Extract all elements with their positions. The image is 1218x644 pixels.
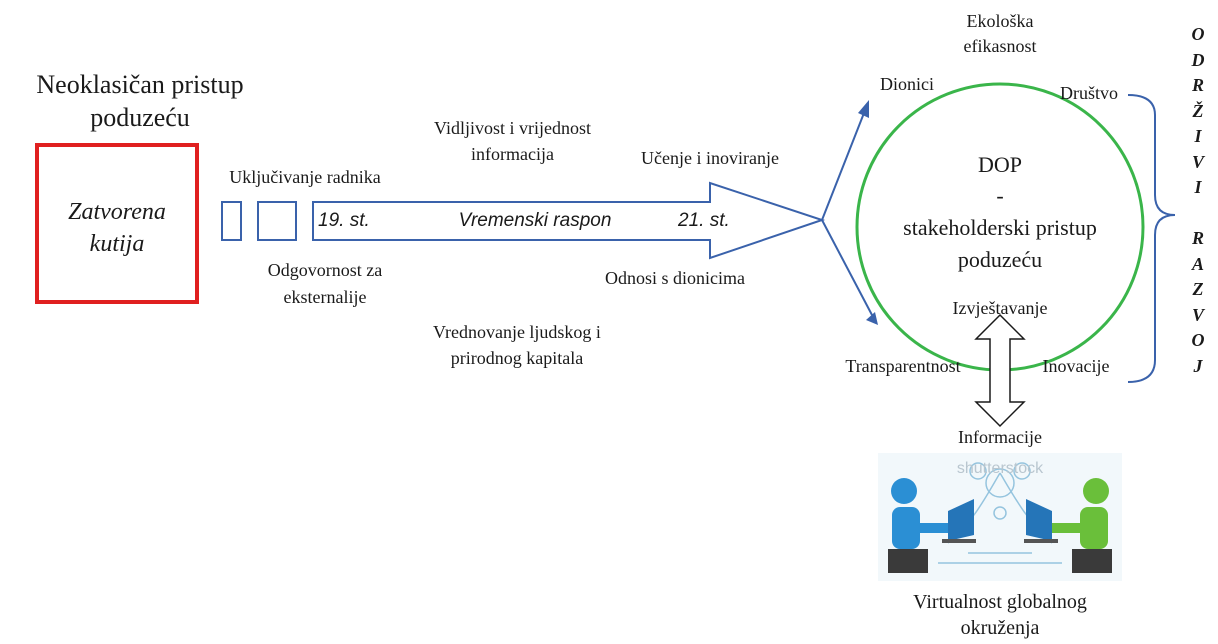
label-ekoloska-line2: efikasnost <box>963 36 1037 56</box>
vertical-letter: J <box>1193 355 1203 376</box>
vertical-letter: O <box>1191 24 1205 44</box>
circle-line4: poduzeću <box>957 247 1043 272</box>
arrow-end-label: 21. st. <box>678 210 730 231</box>
curly-brace <box>1127 94 1176 383</box>
arrow-head-down <box>866 312 878 325</box>
arrow-start-label: 19. st. <box>318 210 370 231</box>
label-informacije: Informacije <box>958 427 1042 447</box>
vertical-letter: R <box>1191 75 1204 95</box>
label-izvjestavanje: Izvještavanje <box>952 298 1048 318</box>
left-title-line1: Neoklasičan pristup <box>36 70 244 99</box>
vertical-letter <box>1183 201 1213 227</box>
branch-arrow-down <box>821 219 873 316</box>
vertical-letter: Ž <box>1192 100 1204 121</box>
circle-line1: DOP <box>977 152 1022 177</box>
timeline-arrow <box>312 181 826 260</box>
vertical-odrzivi-razvoj: O D R Ž I V I R A Z V O J <box>1183 22 1213 379</box>
people-with-computers-icon: shutterstock <box>878 453 1122 581</box>
label-vrednovanje-line1: Vrednovanje ljudskog i <box>433 322 601 342</box>
branch-arrow-up <box>821 112 865 221</box>
label-ukljucivanje: Uključivanje radnika <box>229 167 381 187</box>
vertical-letter: D <box>1191 49 1205 70</box>
label-odgovornost-line1: Odgovornost za <box>267 260 383 280</box>
vertical-letter: O <box>1191 330 1205 350</box>
label-vidljivost-line1: Vidljivost i vrijednost <box>434 118 591 138</box>
vertical-letter: I <box>1194 126 1202 146</box>
double-headed-arrow-icon <box>974 313 1026 428</box>
label-vidljivost-line2: informacija <box>471 144 554 164</box>
label-ekoloska-line1: Ekološka <box>966 11 1034 31</box>
label-virtual-line1: Virtualnost globalnog <box>913 591 1087 613</box>
label-drustvo: Društvo <box>1060 83 1118 103</box>
arrow-head-up <box>858 100 869 118</box>
vertical-letter: V <box>1191 151 1204 172</box>
vertical-letter: Z <box>1192 279 1204 299</box>
vertical-letter: I <box>1194 177 1202 197</box>
closed-box <box>35 143 199 304</box>
circle-line3: stakeholderski pristup <box>903 215 1097 240</box>
label-odgovornost-line2: eksternalije <box>283 287 367 307</box>
vertical-letter: A <box>1191 253 1204 274</box>
vertical-letter: R <box>1191 228 1204 248</box>
watermark-text: shutterstock <box>957 460 1044 477</box>
label-inovacije: Inovacije <box>1042 356 1110 376</box>
small-box-2 <box>257 201 297 241</box>
left-title-line2: poduzeću <box>90 103 190 132</box>
label-virtual-line2: okruženja <box>960 617 1040 639</box>
label-odnosi: Odnosi s dionicima <box>605 268 745 288</box>
label-ucenje: Učenje i inoviranje <box>641 148 779 168</box>
circle-line2: - <box>996 183 1004 208</box>
label-dionici: Dionici <box>880 74 934 94</box>
label-vrednovanje-line2: prirodnog kapitala <box>450 348 584 368</box>
label-transparentnost: Transparentnost <box>845 356 961 376</box>
closed-box-line1: Zatvorena <box>68 199 166 225</box>
vertical-letter: V <box>1191 304 1204 325</box>
closed-box-line2: kutija <box>89 231 145 257</box>
small-box-1 <box>221 201 242 241</box>
arrow-middle-label: Vremenski raspon <box>458 210 612 231</box>
illustration: shutterstock <box>888 460 1112 573</box>
